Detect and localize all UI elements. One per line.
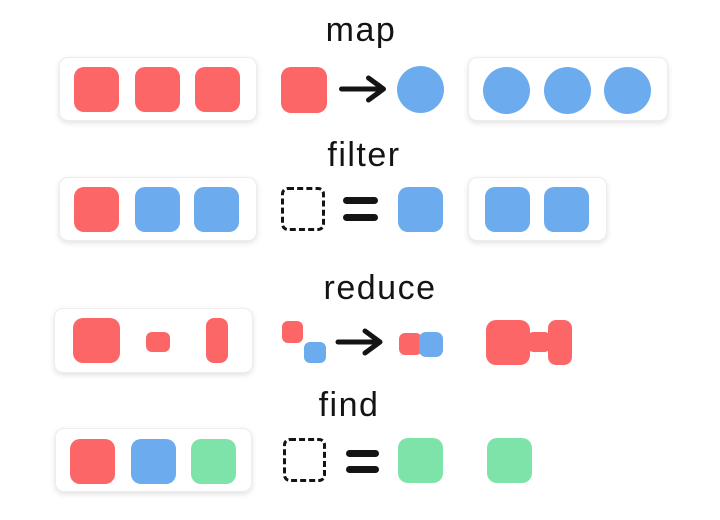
row-title-reduce: reduce [323, 269, 437, 307]
reduce-input-small-square [146, 332, 170, 352]
find-equals-icon [346, 450, 379, 473]
map-callback-input-square [281, 67, 327, 113]
reduce-result-tall-rect [548, 320, 572, 365]
reduce-accumulator-blue [304, 342, 326, 363]
find-input-square-green [191, 439, 236, 484]
reduce-input-tall-rect [206, 318, 228, 363]
reduce-result-connector [528, 332, 550, 352]
map-output-circle-3 [604, 67, 651, 114]
map-callback-output-circle [397, 66, 444, 113]
map-output-circle-2 [544, 67, 591, 114]
find-input-square-blue [131, 439, 176, 484]
map-arrow-icon [339, 75, 386, 103]
row-title-find: find [318, 386, 380, 424]
filter-equals-icon [343, 197, 378, 221]
reduce-combined-blue [419, 332, 443, 357]
reduce-arrow-icon [335, 328, 383, 356]
filter-output-square-blue-1 [485, 187, 530, 232]
find-input-square-red [70, 439, 115, 484]
map-output-circle-1 [483, 67, 530, 114]
filter-input-square-red [74, 187, 119, 232]
map-input-square-2 [135, 67, 180, 112]
reduce-result-large-square [486, 320, 530, 365]
filter-input-square-blue-2 [194, 187, 239, 232]
filter-match-square-blue [398, 187, 443, 232]
reduce-combined-red [399, 333, 422, 355]
reduce-input-large-square [73, 318, 120, 363]
find-result-square-green [487, 438, 532, 483]
map-input-square-3 [195, 67, 240, 112]
map-input-square-1 [74, 67, 119, 112]
filter-input-square-blue-1 [135, 187, 180, 232]
find-predicate-placeholder [283, 438, 326, 482]
filter-predicate-placeholder [281, 187, 325, 231]
filter-output-square-blue-2 [544, 187, 589, 232]
find-match-square-green [398, 438, 443, 483]
row-title-filter: filter [327, 136, 401, 174]
reduce-accumulator-red [282, 321, 303, 343]
row-title-map: map [325, 11, 397, 49]
